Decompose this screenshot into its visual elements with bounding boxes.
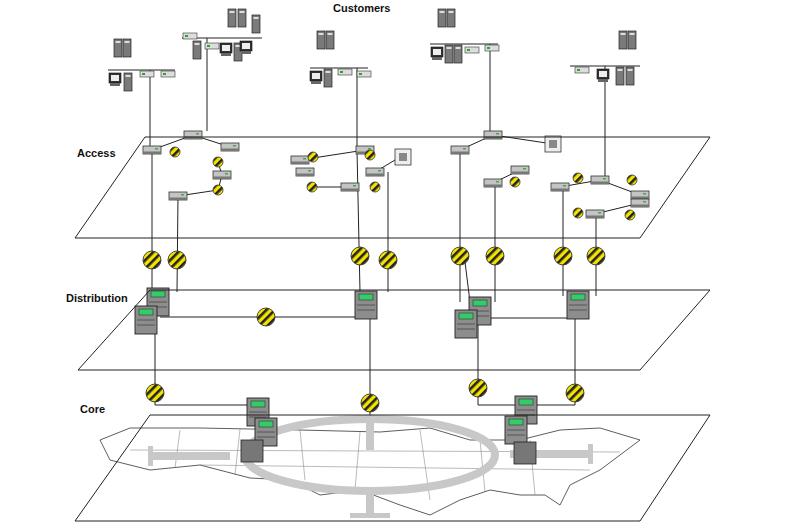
tier-label: Customers <box>333 2 390 15</box>
network-layer-plane: Core <box>65 400 715 524</box>
layer-label: Distribution <box>66 292 128 305</box>
plane-outline <box>65 135 715 241</box>
network-layer-plane: Access <box>65 135 715 241</box>
plane-outline <box>60 288 715 373</box>
plane-outline <box>65 400 715 524</box>
network-layer-plane: Distribution <box>60 288 715 373</box>
layer-label: Access <box>77 147 116 160</box>
layer-label: Core <box>80 403 105 416</box>
